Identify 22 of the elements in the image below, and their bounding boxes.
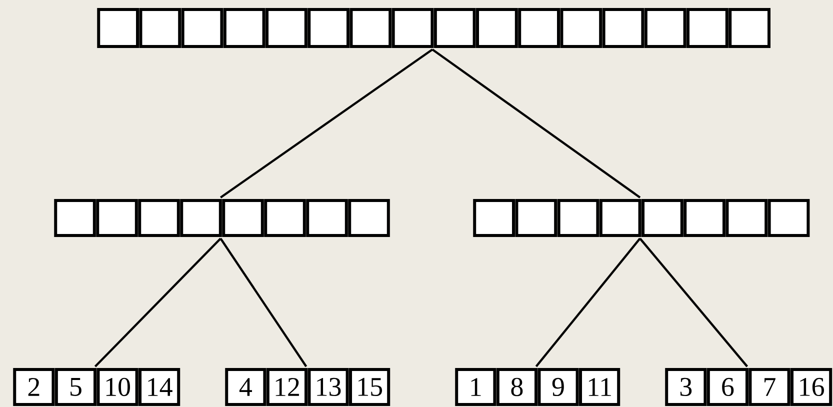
number-cell: 10 — [96, 368, 138, 406]
connector-line — [94, 238, 222, 368]
connector-line — [220, 48, 434, 198]
number-cell: 7 — [748, 368, 790, 406]
number-cell: 13 — [308, 368, 349, 406]
connector-line — [535, 238, 641, 368]
number-cell: 1 — [455, 368, 496, 406]
number-cell: 6 — [706, 368, 748, 406]
connector-line — [432, 48, 641, 198]
number-cell: 3 — [665, 368, 707, 406]
connector-line — [639, 238, 748, 368]
number-cell: 16 — [790, 368, 832, 406]
number-cell: 14 — [138, 368, 180, 406]
number-cell: 5 — [54, 368, 96, 406]
number-cell: 11 — [579, 368, 620, 406]
number-cell: 8 — [496, 368, 538, 406]
number-cell: 2 — [13, 368, 55, 406]
number-cell: 12 — [266, 368, 308, 406]
number-cell: 15 — [349, 368, 390, 406]
connector-line — [220, 238, 308, 368]
number-cell: 4 — [225, 368, 266, 406]
number-cell: 9 — [538, 368, 579, 406]
